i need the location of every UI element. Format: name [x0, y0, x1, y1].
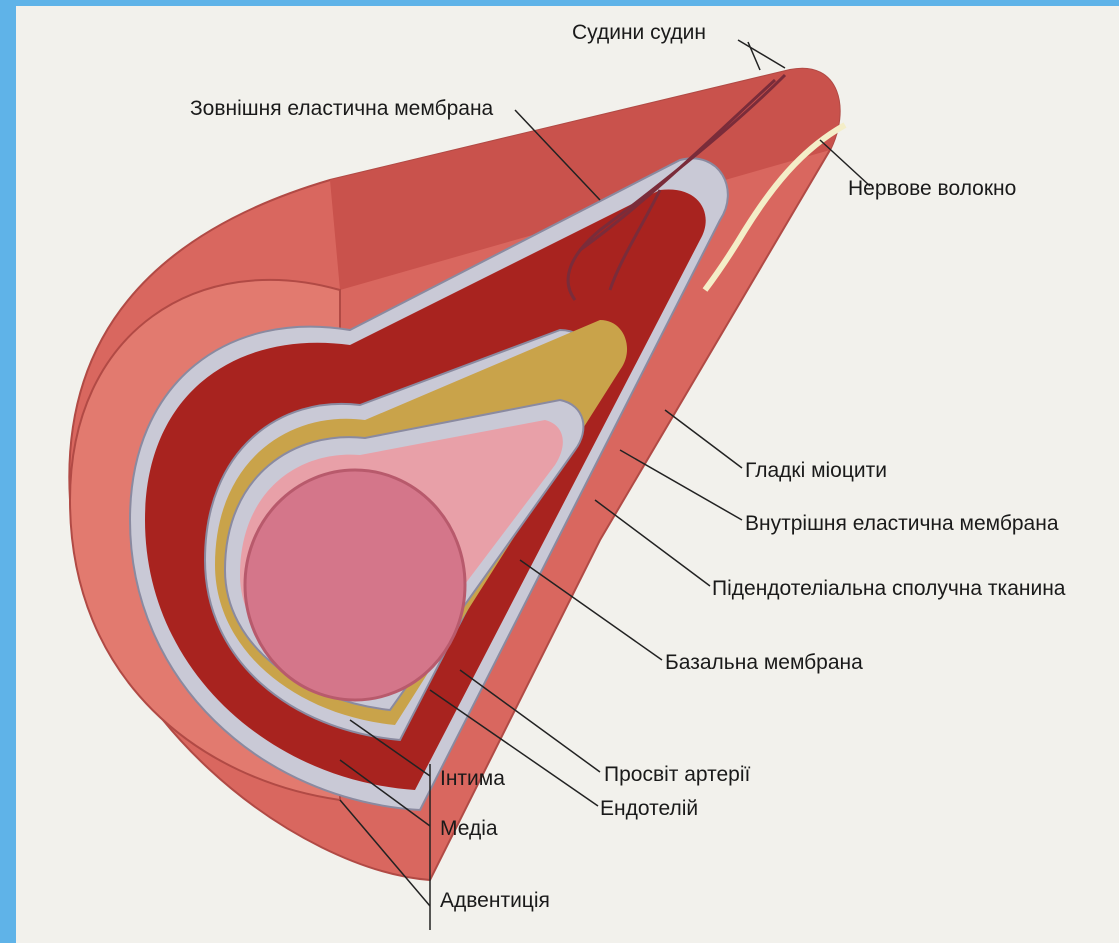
label-vasa-vasorum: Судини судин	[572, 22, 706, 43]
label-basal-membrane: Базальна мембрана	[665, 652, 863, 673]
label-external-elastic-membrane: Зовнішня еластична мембрана	[190, 98, 493, 119]
label-subendothelial-tissue: Підендотеліальна сполучна тканина	[712, 578, 1065, 599]
label-smooth-myocytes: Гладкі міоцити	[745, 460, 887, 481]
label-adventitia: Адвентиція	[440, 890, 550, 911]
label-artery-lumen: Просвіт артерії	[604, 764, 750, 785]
label-endothelium: Ендотелій	[600, 798, 698, 819]
label-internal-elastic-membrane: Внутрішня еластична мембрана	[745, 513, 1059, 534]
label-intima: Інтима	[440, 768, 505, 789]
artery-lumen	[245, 470, 465, 700]
label-nerve-fiber: Нервове волокно	[848, 178, 1016, 199]
label-media: Медіа	[440, 818, 498, 839]
